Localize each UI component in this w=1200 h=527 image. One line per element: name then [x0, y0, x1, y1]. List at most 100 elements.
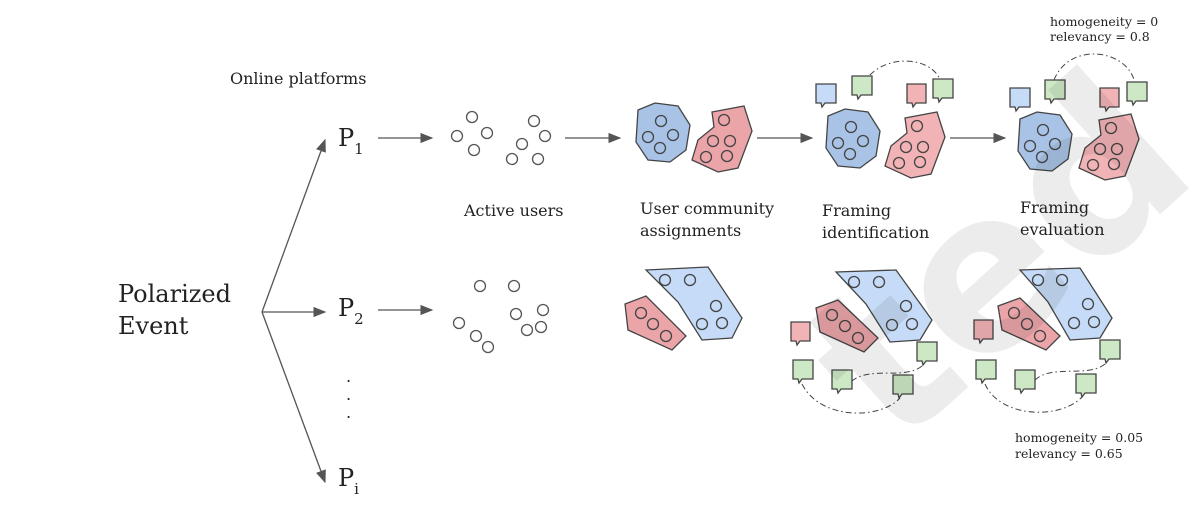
- member-node: [1023, 139, 1037, 153]
- member-node: [910, 119, 924, 133]
- user-node: [520, 323, 534, 337]
- frame-green: [975, 359, 997, 385]
- framing-evaluation-row2: [973, 267, 1121, 413]
- member-node: [1087, 315, 1101, 329]
- member-node: [1036, 123, 1050, 137]
- member-node: [1081, 297, 1095, 311]
- platform-p1: P1: [338, 124, 364, 158]
- member-node: [1110, 142, 1124, 156]
- frame-red: [906, 83, 927, 109]
- frame-green: [892, 374, 914, 400]
- member-node: [872, 275, 886, 289]
- user-node: [450, 129, 464, 143]
- member-node: [1104, 121, 1118, 135]
- member-node: [885, 318, 899, 332]
- red-community: [691, 105, 753, 173]
- framing-evaluation-row1: [1009, 53, 1148, 181]
- platform-p1-sub: 1: [354, 140, 364, 158]
- member-node: [666, 128, 680, 142]
- dashed-frame-link: [984, 383, 1083, 413]
- member-node: [709, 299, 723, 313]
- member-node: [1067, 316, 1081, 330]
- pipeline-arrows: [378, 132, 1007, 316]
- member-node: [892, 156, 906, 170]
- member-node: [851, 331, 865, 345]
- stage-evaluation-line2: evaluation: [1020, 220, 1105, 239]
- blue-community: [834, 269, 933, 343]
- member-node: [916, 140, 930, 154]
- event-to-platform-arrows: [261, 138, 327, 484]
- metric-bottom-homogeneity: homogeneity = 0.05: [1015, 430, 1144, 445]
- user-node: [473, 279, 487, 293]
- platform-pi-sub: i: [354, 480, 359, 498]
- blue-community: [644, 266, 743, 341]
- frame-green: [1044, 79, 1066, 105]
- frame-green: [1126, 81, 1148, 107]
- platform-pi: Pi: [338, 464, 359, 498]
- stage-identification-line1: Framing: [822, 201, 892, 220]
- user-node: [538, 129, 552, 143]
- member-node: [641, 130, 655, 144]
- member-node: [843, 147, 857, 161]
- frame-green: [916, 341, 938, 367]
- platform-p2: P2: [338, 294, 364, 328]
- metric-top-homogeneity: homogeneity = 0: [1050, 14, 1159, 29]
- platform-pi-letter: P: [338, 464, 355, 492]
- dashed-frame-link: [801, 383, 901, 414]
- user-node: [515, 137, 529, 151]
- user-node: [452, 316, 466, 330]
- member-node: [1048, 137, 1062, 151]
- user-node: [481, 340, 495, 354]
- member-node: [1020, 317, 1034, 331]
- frame-red: [973, 319, 994, 345]
- framing-identification-row2: [790, 269, 938, 414]
- metric-top-relevancy: relevancy = 0.8: [1050, 29, 1150, 44]
- user-node: [469, 329, 483, 343]
- frame-green: [1075, 373, 1097, 399]
- stage-community-line1: User community: [640, 199, 775, 218]
- member-node: [913, 155, 927, 169]
- member-node: [847, 275, 861, 289]
- user-node: [509, 307, 523, 321]
- red-community: [624, 295, 687, 351]
- frame-green: [1014, 369, 1036, 395]
- member-node: [646, 317, 660, 331]
- user-node: [531, 152, 545, 166]
- stage-active-users: Active users: [464, 201, 564, 220]
- frame-green: [792, 359, 814, 385]
- user-node: [465, 110, 479, 124]
- member-node: [658, 273, 672, 287]
- frame-blue: [1009, 87, 1031, 113]
- user-node: [527, 114, 541, 128]
- member-node: [695, 317, 709, 331]
- member-node: [838, 319, 852, 333]
- frame-red: [790, 321, 811, 347]
- frame-red: [1099, 87, 1120, 113]
- community-assignments-row2: [624, 266, 743, 351]
- user-node: [536, 303, 550, 317]
- platform-p1-letter: P: [338, 124, 355, 152]
- member-node: [1086, 158, 1100, 172]
- user-node: [480, 126, 494, 140]
- member-node: [856, 134, 870, 148]
- frame-green: [932, 78, 954, 104]
- member-node: [1031, 273, 1045, 287]
- member-node: [715, 316, 729, 330]
- member-node: [1093, 142, 1107, 156]
- platform-p2-sub: 2: [354, 310, 364, 328]
- frame-blue: [815, 83, 837, 109]
- member-node: [653, 141, 667, 155]
- user-node: [507, 279, 521, 293]
- frame-green: [1099, 339, 1121, 365]
- platforms-title: Online platforms: [230, 69, 367, 88]
- member-node: [683, 273, 697, 287]
- blue-community: [825, 108, 881, 169]
- active-users-row2: [452, 279, 550, 354]
- member-node: [1007, 306, 1021, 320]
- user-node: [534, 320, 548, 334]
- member-node: [844, 120, 858, 134]
- stage-evaluation-line1: Framing: [1020, 198, 1090, 217]
- frame-green: [851, 75, 873, 101]
- blue-community: [1017, 111, 1073, 172]
